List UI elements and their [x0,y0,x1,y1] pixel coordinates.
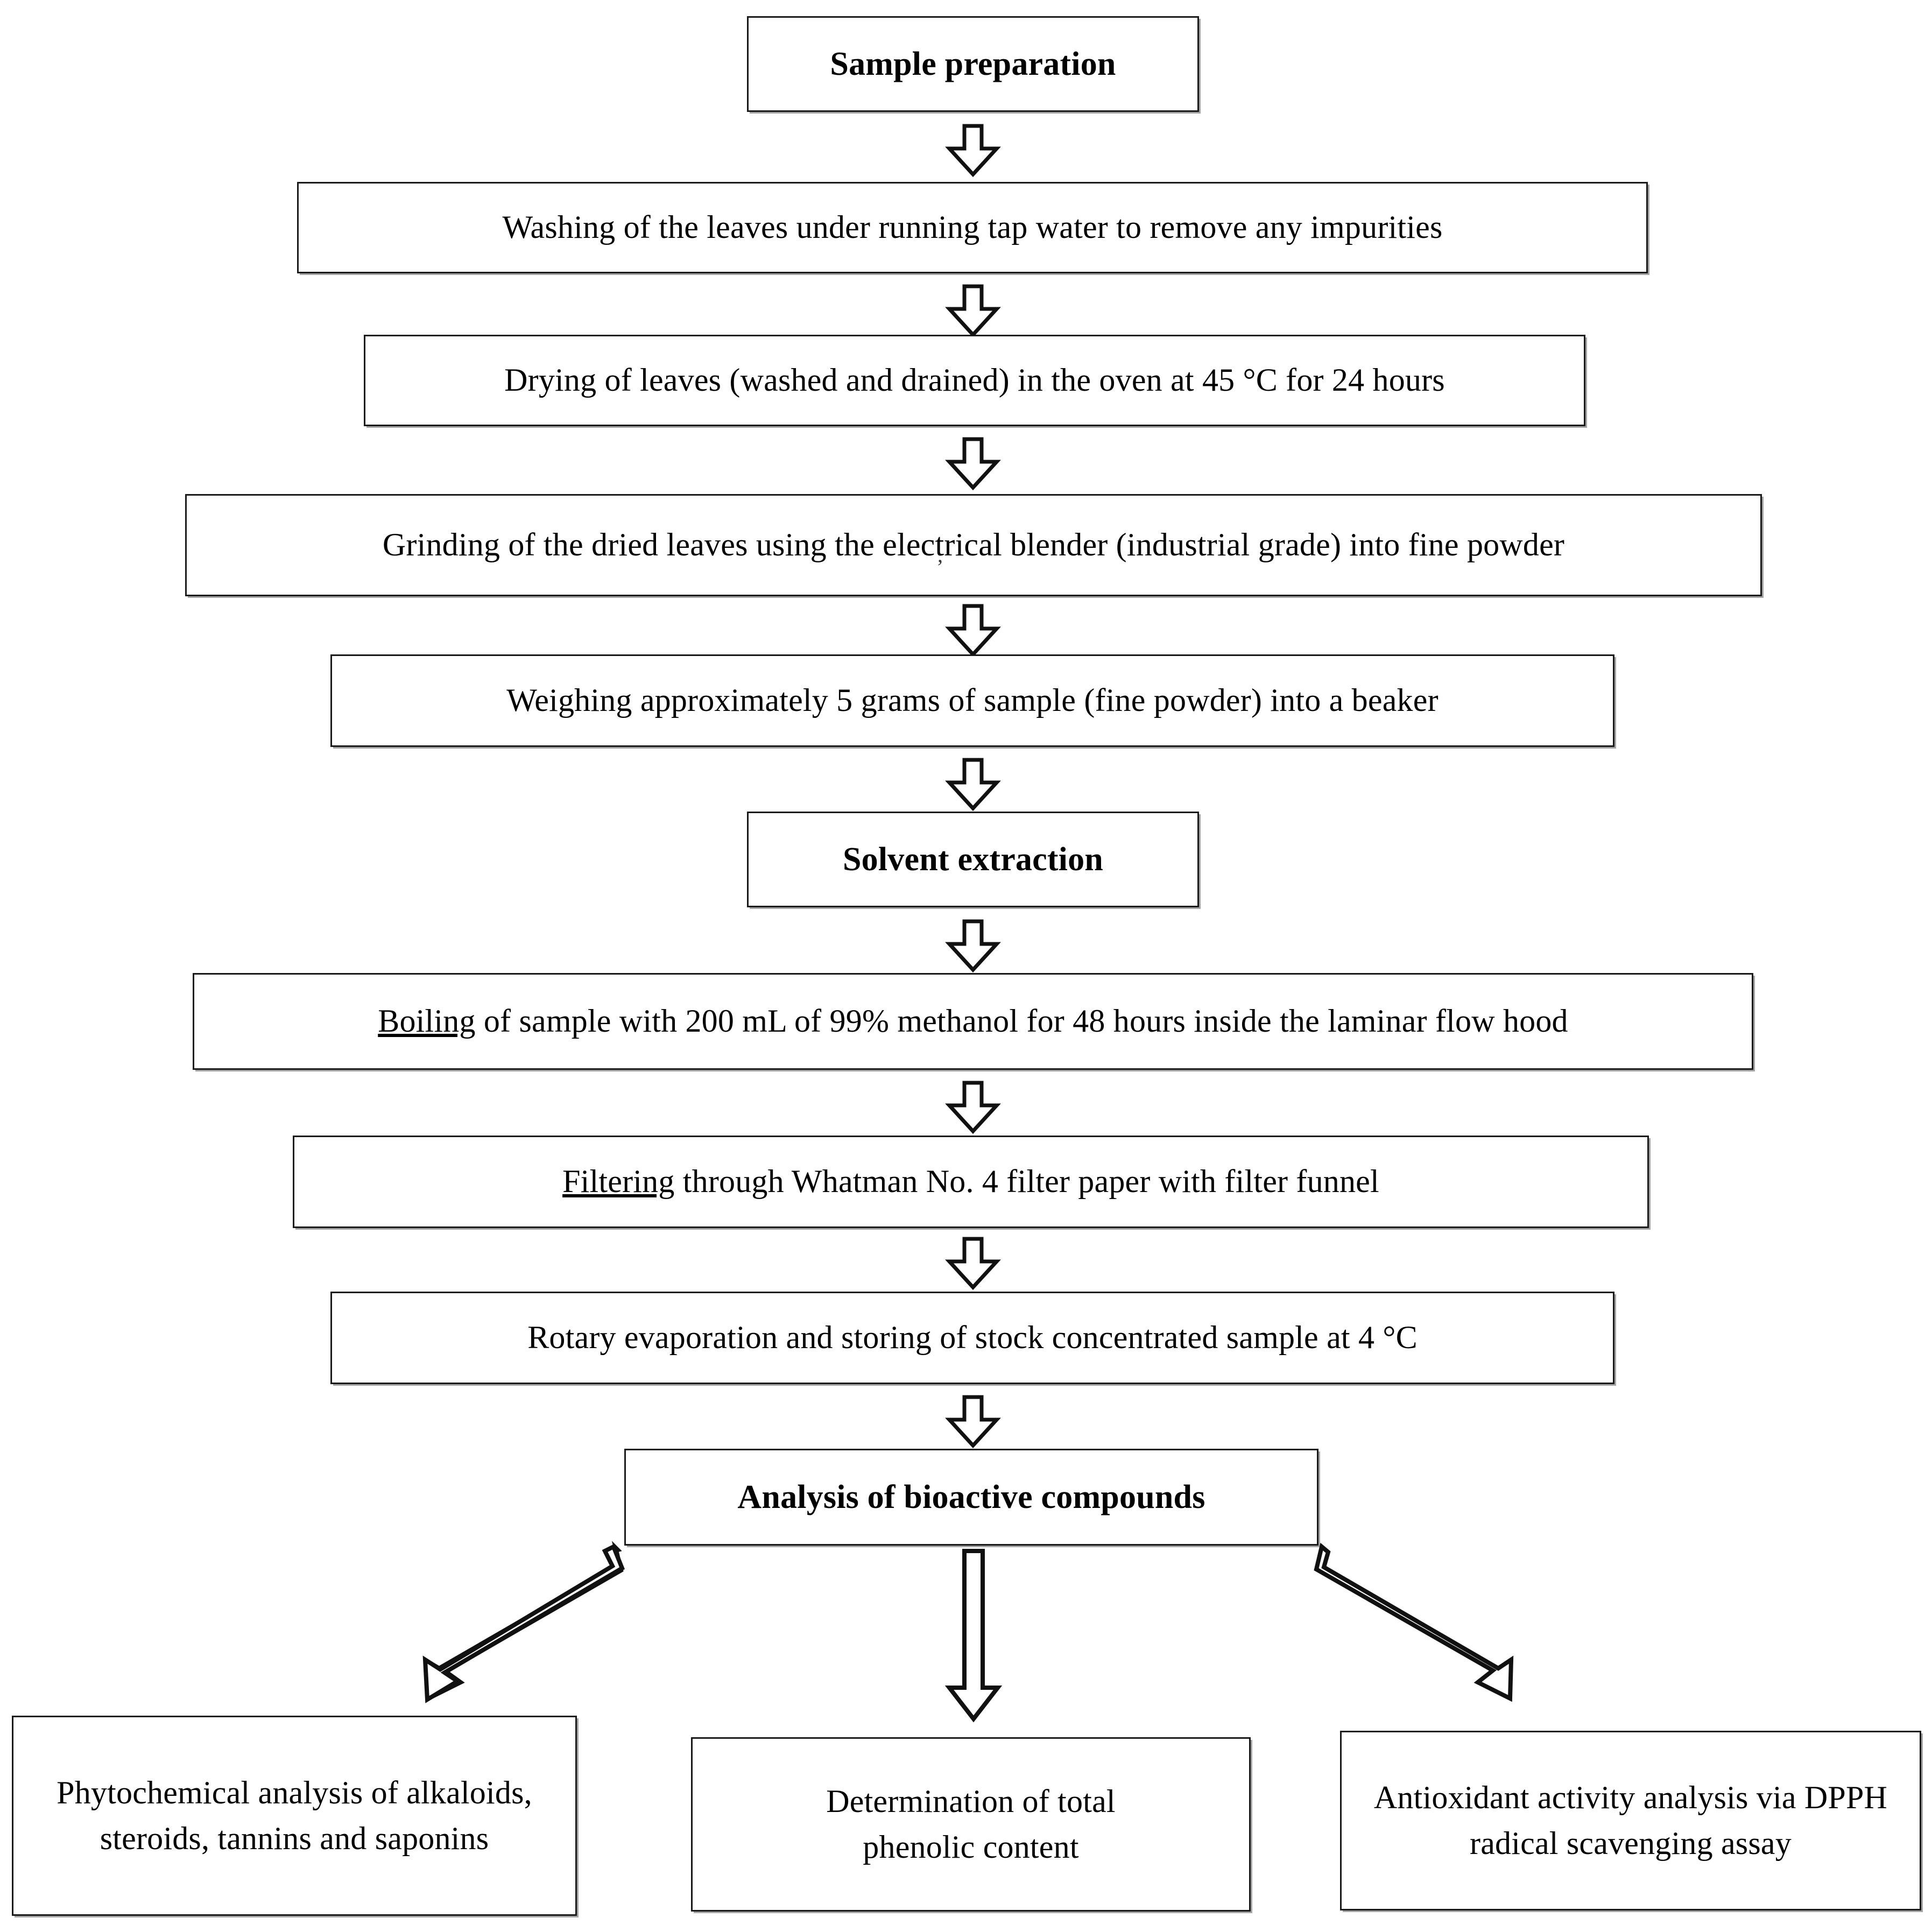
node-label: Drying of leaves (washed and drained) in… [504,362,1445,398]
arrow-long-down-middle [944,1549,1003,1723]
node-label: Rotary evaporation and storing of stock … [527,1320,1418,1356]
node-label-rest: through Whatman No. 4 filter paper with … [674,1164,1379,1200]
arrow-down-7 [945,1081,1001,1134]
node-label: Washing of the leaves under running tap … [502,209,1443,245]
arrow-down-8 [945,1237,1001,1291]
node-label-underlined: Boiling [378,1003,476,1039]
node-solvent-extraction: Solvent extraction [747,812,1199,907]
arrow-down-6 [945,919,1001,973]
node-label: Weighing approximately 5 grams of sample… [506,682,1439,718]
node-boiling: Boiling of sample with 200 mL of 99% met… [193,973,1753,1070]
node-label: Solvent extraction [842,841,1103,878]
node-label-underlined: Filtering [562,1164,675,1200]
node-analysis-bioactive: Analysis of bioactive compounds [624,1449,1318,1546]
node-rotary-evaporation: Rotary evaporation and storing of stock … [330,1292,1614,1384]
node-label: Grinding of the dried leaves using the e… [382,527,1565,563]
arrow-diagonal-down-left [377,1541,625,1711]
node-label: Determination of total phenolic content [826,1783,1116,1865]
node-weighing: Weighing approximately 5 grams of sample… [330,654,1614,747]
arrow-down-5 [945,758,1001,812]
node-phytochemical: Phytochemical analysis of alkaloids, ste… [12,1716,577,1916]
stray-mark: ’ [936,555,944,579]
node-label: Filtering through Whatman No. 4 filter p… [294,1159,1647,1204]
node-label: Antioxidant activity analysis via DPPH r… [1373,1779,1888,1861]
arrow-diagonal-down-right [1313,1542,1561,1711]
node-label: Sample preparation [830,45,1116,82]
node-label: Phytochemical analysis of alkaloids, ste… [57,1774,532,1856]
node-label: Analysis of bioactive compounds [737,1478,1205,1515]
node-washing: Washing of the leaves under running tap … [297,182,1648,273]
node-drying: Drying of leaves (washed and drained) in… [364,335,1585,426]
node-grinding: Grinding of the dried leaves using the e… [185,494,1762,596]
arrow-down-1 [945,124,1001,178]
arrow-down-3 [945,437,1001,491]
node-filtering: Filtering through Whatman No. 4 filter p… [293,1136,1649,1228]
node-sample-preparation: Sample preparation [747,16,1199,112]
node-phenolic: Determination of total phenolic content [691,1737,1251,1912]
arrow-down-4 [945,604,1001,658]
arrow-down-2 [945,284,1001,338]
node-antioxidant: Antioxidant activity analysis via DPPH r… [1340,1731,1921,1910]
arrow-down-9 [945,1395,1001,1449]
node-label-rest: of sample with 200 mL of 99% methanol fo… [475,1003,1568,1039]
node-label: Boiling of sample with 200 mL of 99% met… [194,998,1752,1044]
